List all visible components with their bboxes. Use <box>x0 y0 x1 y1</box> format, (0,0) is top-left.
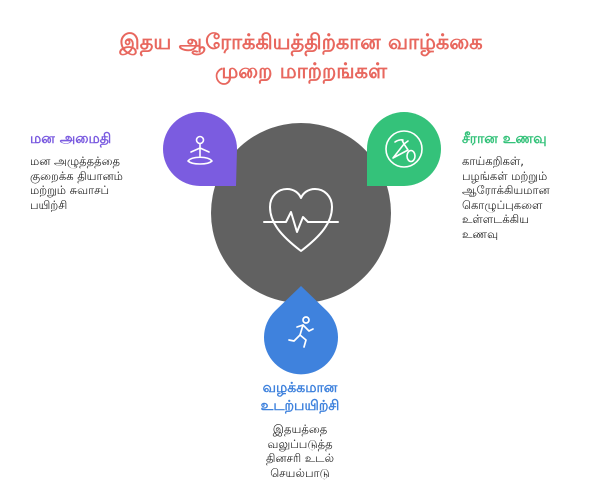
vegetables-icon <box>385 130 423 168</box>
exercise-label-line: வழக்கமான <box>262 380 338 396</box>
diet-label: சீரான உணவு <box>462 131 547 147</box>
diet-desc-line: ஆரோக்கியமான <box>462 183 550 197</box>
title-line-1: இதய ஆரோக்கியத்திற்கான வாழ்க்கை <box>119 30 483 54</box>
exercise-label-line: உடற்பயிற்சி <box>260 398 340 414</box>
calm-label: மன அமைதி <box>30 131 112 147</box>
calm-desc-line: மற்றும் சுவாசப் <box>30 183 110 197</box>
exercise-desc-line: தினசரி உடல் <box>265 451 334 465</box>
calm-desc-line: பயிற்சி <box>30 197 68 212</box>
exercise-desc-line: வலுப்படுத்த <box>267 436 333 451</box>
diet-desc-line: பழங்கள் மற்றும் <box>462 168 548 183</box>
diet-desc-line: காய்கறிகள், <box>462 154 524 168</box>
calm-description: மன அழுத்தத்தை குறைக்க தியானம் மற்றும் சு… <box>30 154 123 212</box>
calm-desc-line: மன அழுத்தத்தை <box>30 154 120 168</box>
page-title: இதய ஆரோக்கியத்திற்கான வாழ்க்கை முறை மாற்… <box>0 28 602 86</box>
diet-desc-line: உள்ளடக்கிய <box>462 212 529 226</box>
title-line-2: முறை மாற்றங்கள் <box>214 59 388 83</box>
diet-desc-line: கொழுப்புகளை <box>462 197 543 212</box>
center-circle <box>211 123 391 303</box>
meditation-icon <box>187 135 213 165</box>
calm-desc-line: குறைக்க தியானம் <box>30 168 123 183</box>
diet-description: காய்கறிகள், பழங்கள் மற்றும் ஆரோக்கியமான … <box>462 154 550 241</box>
diet-desc-line: உணவு <box>462 226 499 241</box>
heart-pulse-icon <box>263 188 339 252</box>
exercise-description: இதயத்தை வலுப்படுத்த தினசரி உடல் செயல்பாட… <box>200 422 400 480</box>
diet-teardrop <box>367 112 441 186</box>
exercise-desc-line: இதயத்தை <box>272 422 328 436</box>
running-icon <box>288 316 314 348</box>
exercise-label: வழக்கமான உடற்பயிற்சி <box>200 379 400 415</box>
exercise-desc-line: செயல்பாடு <box>270 465 330 480</box>
